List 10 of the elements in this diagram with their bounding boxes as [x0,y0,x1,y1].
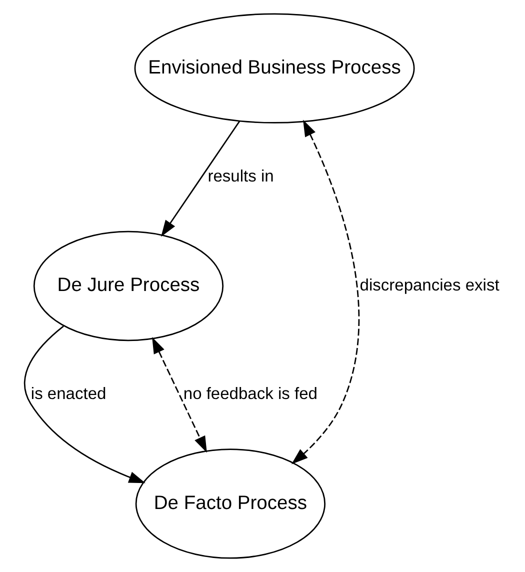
arrow [24,326,146,484]
edge-label: no feedback is fed [183,384,318,404]
edge-label: is enacted [30,384,106,404]
edge-label: results in [208,166,274,186]
arrow [161,120,240,237]
edge-label: discrepancies exist [360,275,500,294]
node-ellipse: De Jure Process [33,230,224,342]
node-ellipse: Envisioned Business Process [134,13,415,124]
arrow [152,336,207,453]
arrow [291,120,360,464]
